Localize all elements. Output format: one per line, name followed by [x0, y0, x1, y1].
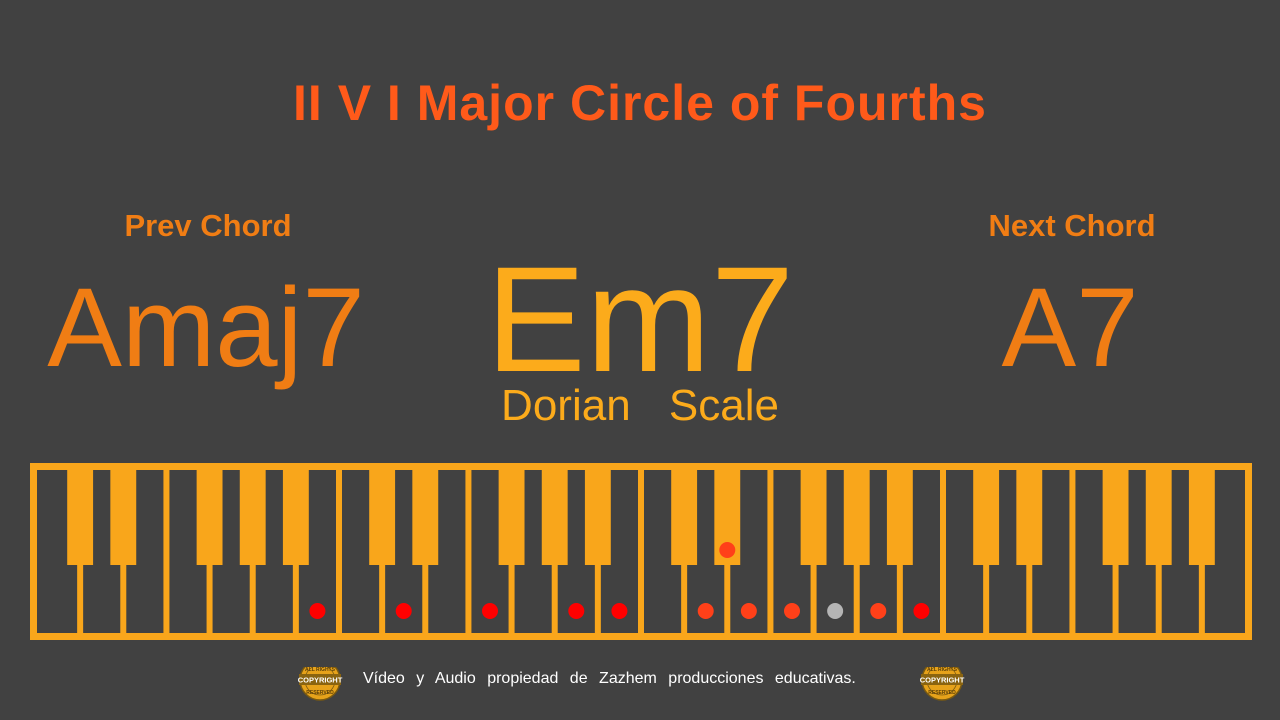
note-marker — [827, 603, 844, 619]
white-key-divider — [163, 470, 170, 633]
note-marker — [482, 603, 498, 619]
badge-main-text: COPYRIGHT — [920, 676, 965, 685]
note-marker — [740, 603, 757, 619]
white-key-divider — [1069, 470, 1076, 633]
white-key-divider — [638, 470, 644, 633]
badge-main-text: COPYRIGHT — [298, 676, 343, 685]
note-marker — [870, 603, 887, 619]
black-key — [196, 470, 223, 565]
current-chord-name: Em7 — [485, 235, 795, 403]
page-title: II V I Major Circle of Fourths — [293, 75, 987, 131]
black-key — [412, 470, 439, 565]
note-marker — [395, 603, 412, 619]
black-key — [541, 470, 568, 565]
note-marker — [784, 603, 800, 619]
badge-top-text: ALL RIGHTS — [927, 667, 958, 673]
scale-name: Dorian Scale — [501, 381, 779, 430]
badge-bottom-text: RESERVED — [306, 690, 334, 696]
black-key — [1102, 470, 1129, 565]
prev-chord-label: Prev Chord — [124, 208, 292, 243]
copyright-badge-right-icon: ALL RIGHTS COPYRIGHT RESERVED — [920, 667, 965, 701]
black-key — [67, 470, 94, 565]
badge-band — [299, 674, 341, 685]
badge-band — [921, 674, 963, 685]
footer-copyright-text: Vídeo y Audio propiedad de Zazhem produc… — [363, 670, 856, 687]
next-chord-name: A7 — [1001, 265, 1139, 390]
white-key-divider — [940, 470, 946, 633]
note-marker — [611, 603, 628, 619]
black-key — [369, 470, 396, 565]
note-marker — [568, 603, 585, 619]
note-marker — [719, 542, 736, 558]
white-key-divider — [465, 470, 472, 633]
note-marker — [697, 603, 714, 619]
note-marker — [309, 603, 326, 619]
badge-bottom-text: RESERVED — [928, 690, 956, 696]
black-key — [110, 470, 137, 565]
black-key — [886, 470, 913, 565]
next-chord-label: Next Chord — [988, 208, 1156, 243]
prev-chord-name: Amaj7 — [47, 265, 365, 390]
black-key — [800, 470, 827, 565]
black-key — [973, 470, 1000, 565]
black-key — [584, 470, 611, 565]
footer: ALL RIGHTS COPYRIGHT RESERVED Vídeo y Audi… — [0, 667, 1280, 701]
note-marker — [913, 603, 930, 619]
copyright-badge-left-icon: ALL RIGHTS COPYRIGHT RESERVED — [298, 667, 343, 701]
black-key — [282, 470, 309, 565]
black-key — [843, 470, 870, 565]
black-key — [1145, 470, 1172, 565]
black-key — [1016, 470, 1043, 565]
black-key — [239, 470, 266, 565]
black-key — [1188, 470, 1215, 565]
black-key — [498, 470, 525, 565]
white-key-divider — [336, 470, 342, 633]
badge-top-text: ALL RIGHTS — [305, 667, 336, 673]
black-key — [671, 470, 698, 565]
white-key-divider — [767, 470, 774, 633]
